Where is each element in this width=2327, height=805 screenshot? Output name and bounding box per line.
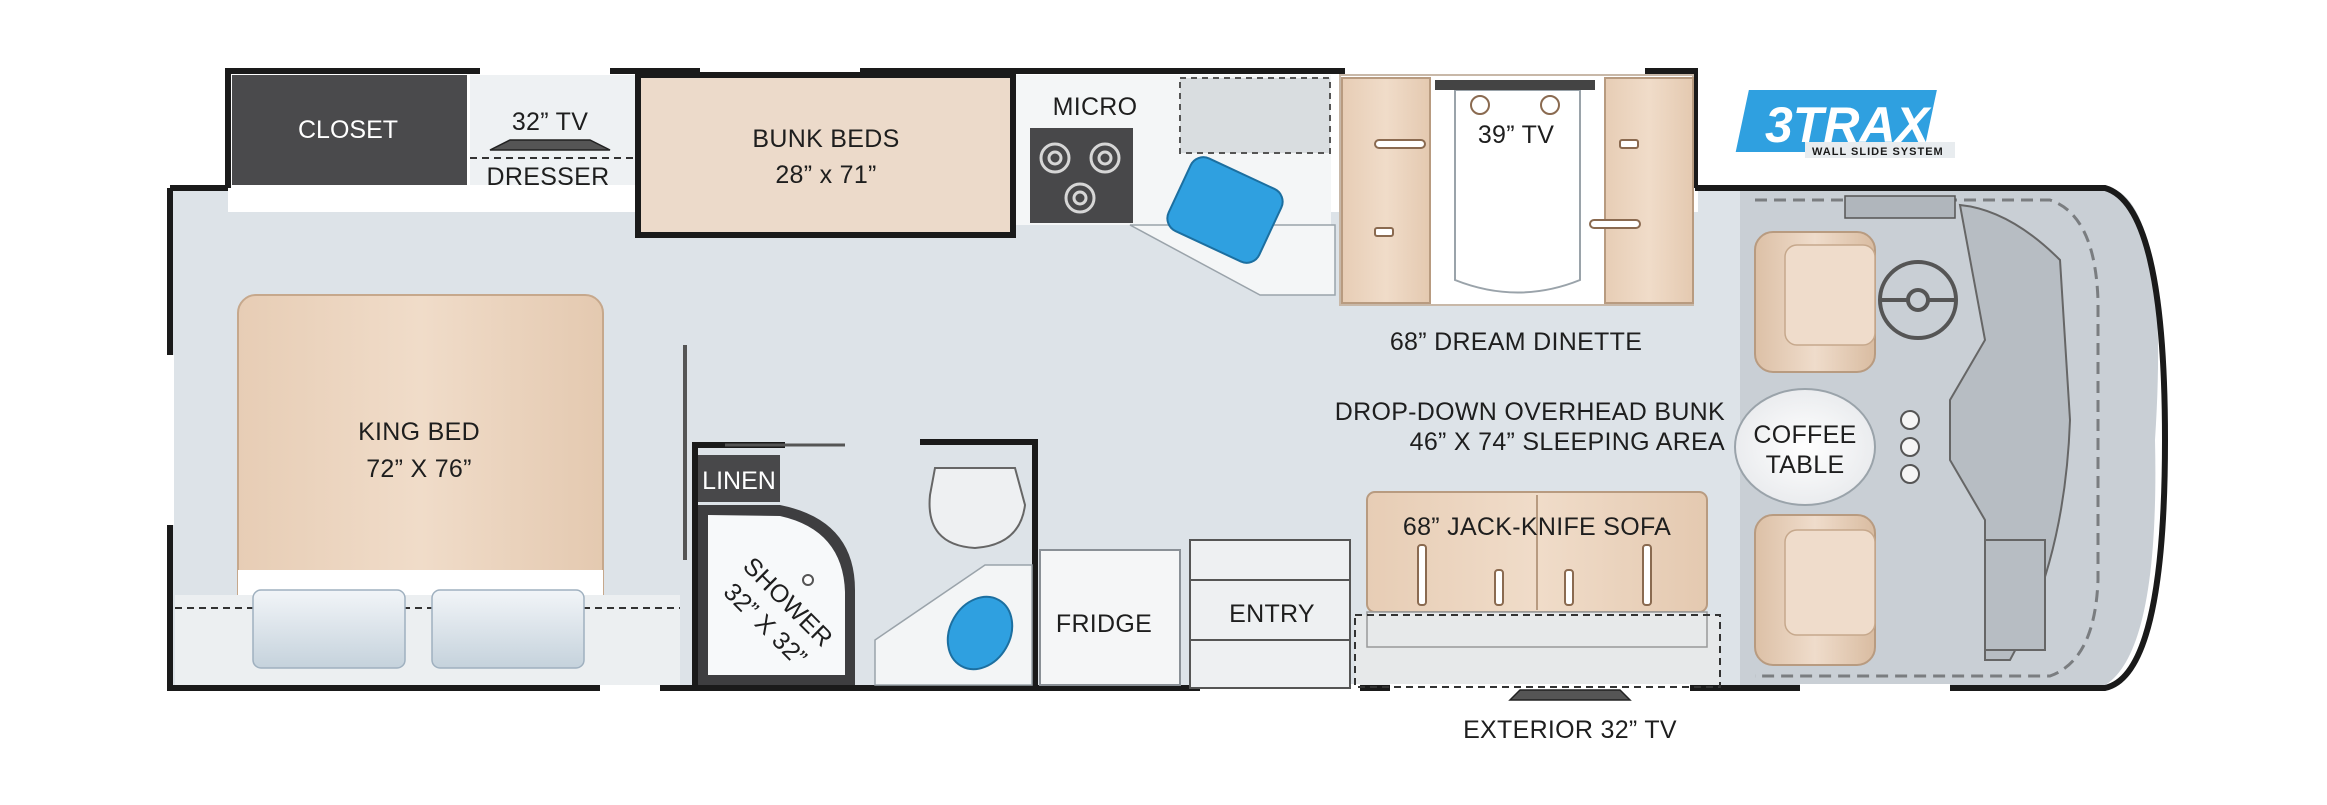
dinette-tv-icon: [1435, 80, 1595, 90]
bath-sink: [946, 595, 1014, 671]
passenger-dash-box: [1984, 539, 2046, 651]
dresser-label: DRESSER: [487, 163, 610, 191]
bunk-beds: [635, 72, 1016, 238]
king-bed-label: KING BED: [358, 418, 480, 446]
shower-drain: [802, 574, 814, 586]
stove: [1030, 128, 1133, 223]
linen-closet: [698, 455, 780, 502]
dinette-seat-straps: [1374, 139, 1641, 237]
trax-logo-tagline: WALL SLIDE SYSTEM: [1812, 146, 1944, 158]
micro-overhead: [1179, 77, 1331, 154]
coffee-table: [1734, 388, 1876, 506]
steering-wheel-icon: [1878, 260, 1958, 340]
sofa-straps: [1417, 544, 1652, 606]
sofa-slide-dash: [1354, 614, 1721, 688]
shower-floor: [708, 515, 845, 675]
dinette-table: [1454, 89, 1581, 294]
exterior-walls: [167, 68, 2169, 691]
dinette-knob-left: [1470, 95, 1490, 115]
bunk-beds-label: BUNK BEDS: [752, 125, 899, 153]
dinette-tv-label: 39” TV: [1478, 121, 1554, 149]
dinette-knob-right: [1540, 95, 1560, 115]
captain-chair-top: [1754, 231, 1876, 373]
stove-burners: [1039, 142, 1121, 214]
exterior-tv-label: EXTERIOR 32” TV: [1463, 716, 1677, 744]
trax-logo: 3TRAX WALL SLIDE SYSTEM: [1735, 90, 1955, 158]
captain-chair-bottom: [1754, 514, 1876, 666]
entry-label: ENTRY: [1229, 600, 1315, 628]
king-bed-size: 72” X 76”: [366, 455, 472, 483]
toilet: [928, 467, 1027, 550]
dinette-label: 68” DREAM DINETTE: [1390, 328, 1642, 356]
overhead-bunk-label: DROP-DOWN OVERHEAD BUNK: [1335, 398, 1725, 426]
coffee-table-label-1: COFFEE: [1753, 421, 1856, 449]
fridge-label: FRIDGE: [1056, 610, 1152, 638]
pillow-right: [431, 589, 585, 669]
closet-label: CLOSET: [298, 116, 398, 144]
pillow-left: [252, 589, 406, 669]
closet: [232, 75, 467, 185]
sofa-front: [1366, 611, 1708, 648]
fridge: [1039, 549, 1181, 686]
bunk-beds-size: 28” x 71”: [775, 161, 876, 189]
overhead-bunk-size: 46” X 74” SLEEPING AREA: [1410, 428, 1725, 456]
coffee-table-label-2: TABLE: [1766, 451, 1845, 479]
dash-vent: [1844, 195, 1956, 219]
dinette-bench-left: [1341, 77, 1431, 304]
sofa-label: 68” JACK-KNIFE SOFA: [1403, 513, 1671, 541]
micro-label: MICRO: [1053, 93, 1138, 121]
dinette-bench-right: [1604, 77, 1694, 304]
console-buttons: [1900, 410, 1920, 484]
cab-dash-outline: [1755, 198, 2100, 678]
bedroom-tv-icon: [489, 139, 611, 151]
kitchen-sink: [1166, 156, 1284, 264]
bedroom-tv-label: 32” TV: [512, 108, 588, 136]
linen-label: LINEN: [702, 467, 776, 495]
exterior-tv-icon: [1508, 689, 1632, 701]
entry-steps: [1189, 539, 1351, 689]
dresser: [470, 75, 635, 185]
